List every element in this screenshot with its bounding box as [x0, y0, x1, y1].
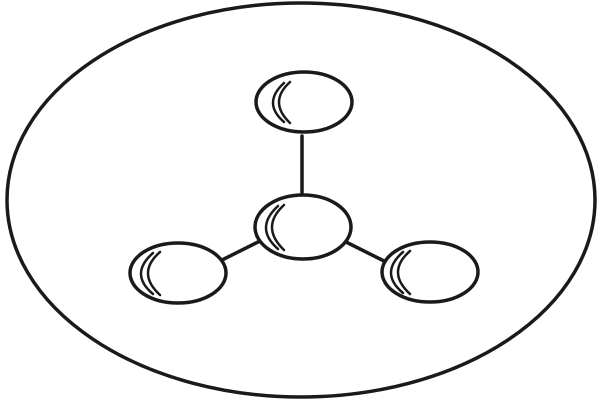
atom-top-inner-arc	[277, 80, 292, 125]
atom-bottom-left-inner-arc-2	[139, 251, 155, 296]
atom-top-inner-arc-2	[271, 81, 286, 124]
atom-top	[254, 70, 354, 134]
atom-center-ring	[253, 193, 353, 261]
atom-bottom-right	[380, 240, 480, 304]
atom-bottom-right-ring	[380, 240, 480, 304]
atom-bottom-right-inner-arc-2	[389, 250, 405, 295]
atom-bottom-left	[128, 241, 228, 305]
atom-center-inner-arc-2	[264, 204, 280, 251]
atom-center	[253, 193, 353, 261]
enclosing-ellipse	[5, 1, 597, 399]
atom-center-inner-arc	[270, 203, 286, 252]
atom-top-ring	[254, 70, 354, 134]
bond-center-bottom-right	[340, 238, 388, 264]
bond-center-bottom-left	[216, 238, 264, 264]
atom-bottom-left-inner-arc	[146, 250, 162, 297]
atom-bottom-left-ring	[128, 241, 228, 305]
atom-bottom-right-inner-arc	[396, 249, 412, 296]
